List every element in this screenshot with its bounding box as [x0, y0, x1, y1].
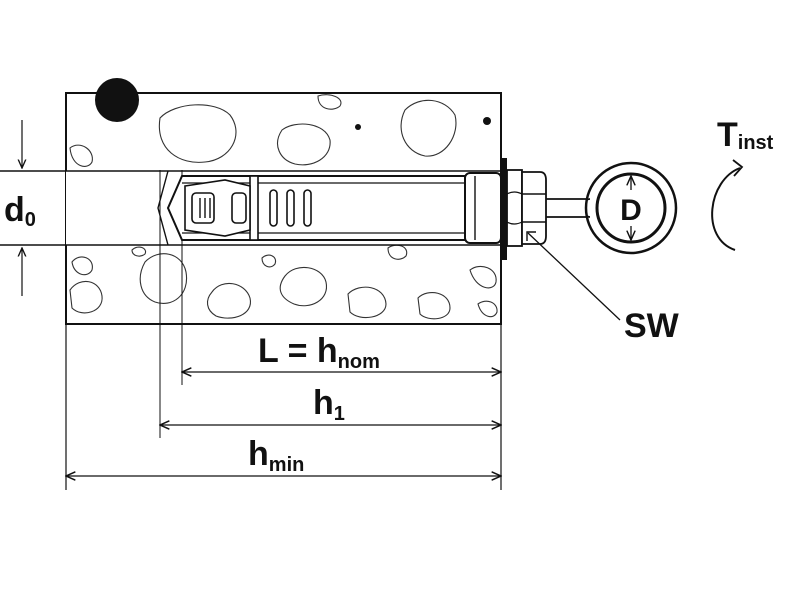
dimension-lines: L = hnom h1 hmin	[66, 324, 501, 490]
wrench-size-callout: SW	[526, 231, 680, 345]
eye-bolt: D	[546, 161, 678, 255]
wrench-size-label: SW	[624, 307, 680, 345]
hex-nut	[506, 169, 547, 247]
sleeve-anchor	[166, 172, 502, 244]
hole-depth-label: h1	[313, 384, 345, 425]
torque-symbol: Tinst	[711, 116, 774, 251]
drill-diameter-label: d0	[4, 191, 36, 231]
aggregate-stones	[69, 78, 498, 320]
washer	[500, 158, 507, 260]
drill-diameter-dimension: d0	[4, 120, 36, 296]
torque-label: Tinst	[717, 116, 774, 154]
anchor-length-label: L = hnom	[258, 332, 380, 373]
eye-diameter-label: D	[620, 194, 642, 227]
min-thickness-label: hmin	[248, 435, 304, 476]
